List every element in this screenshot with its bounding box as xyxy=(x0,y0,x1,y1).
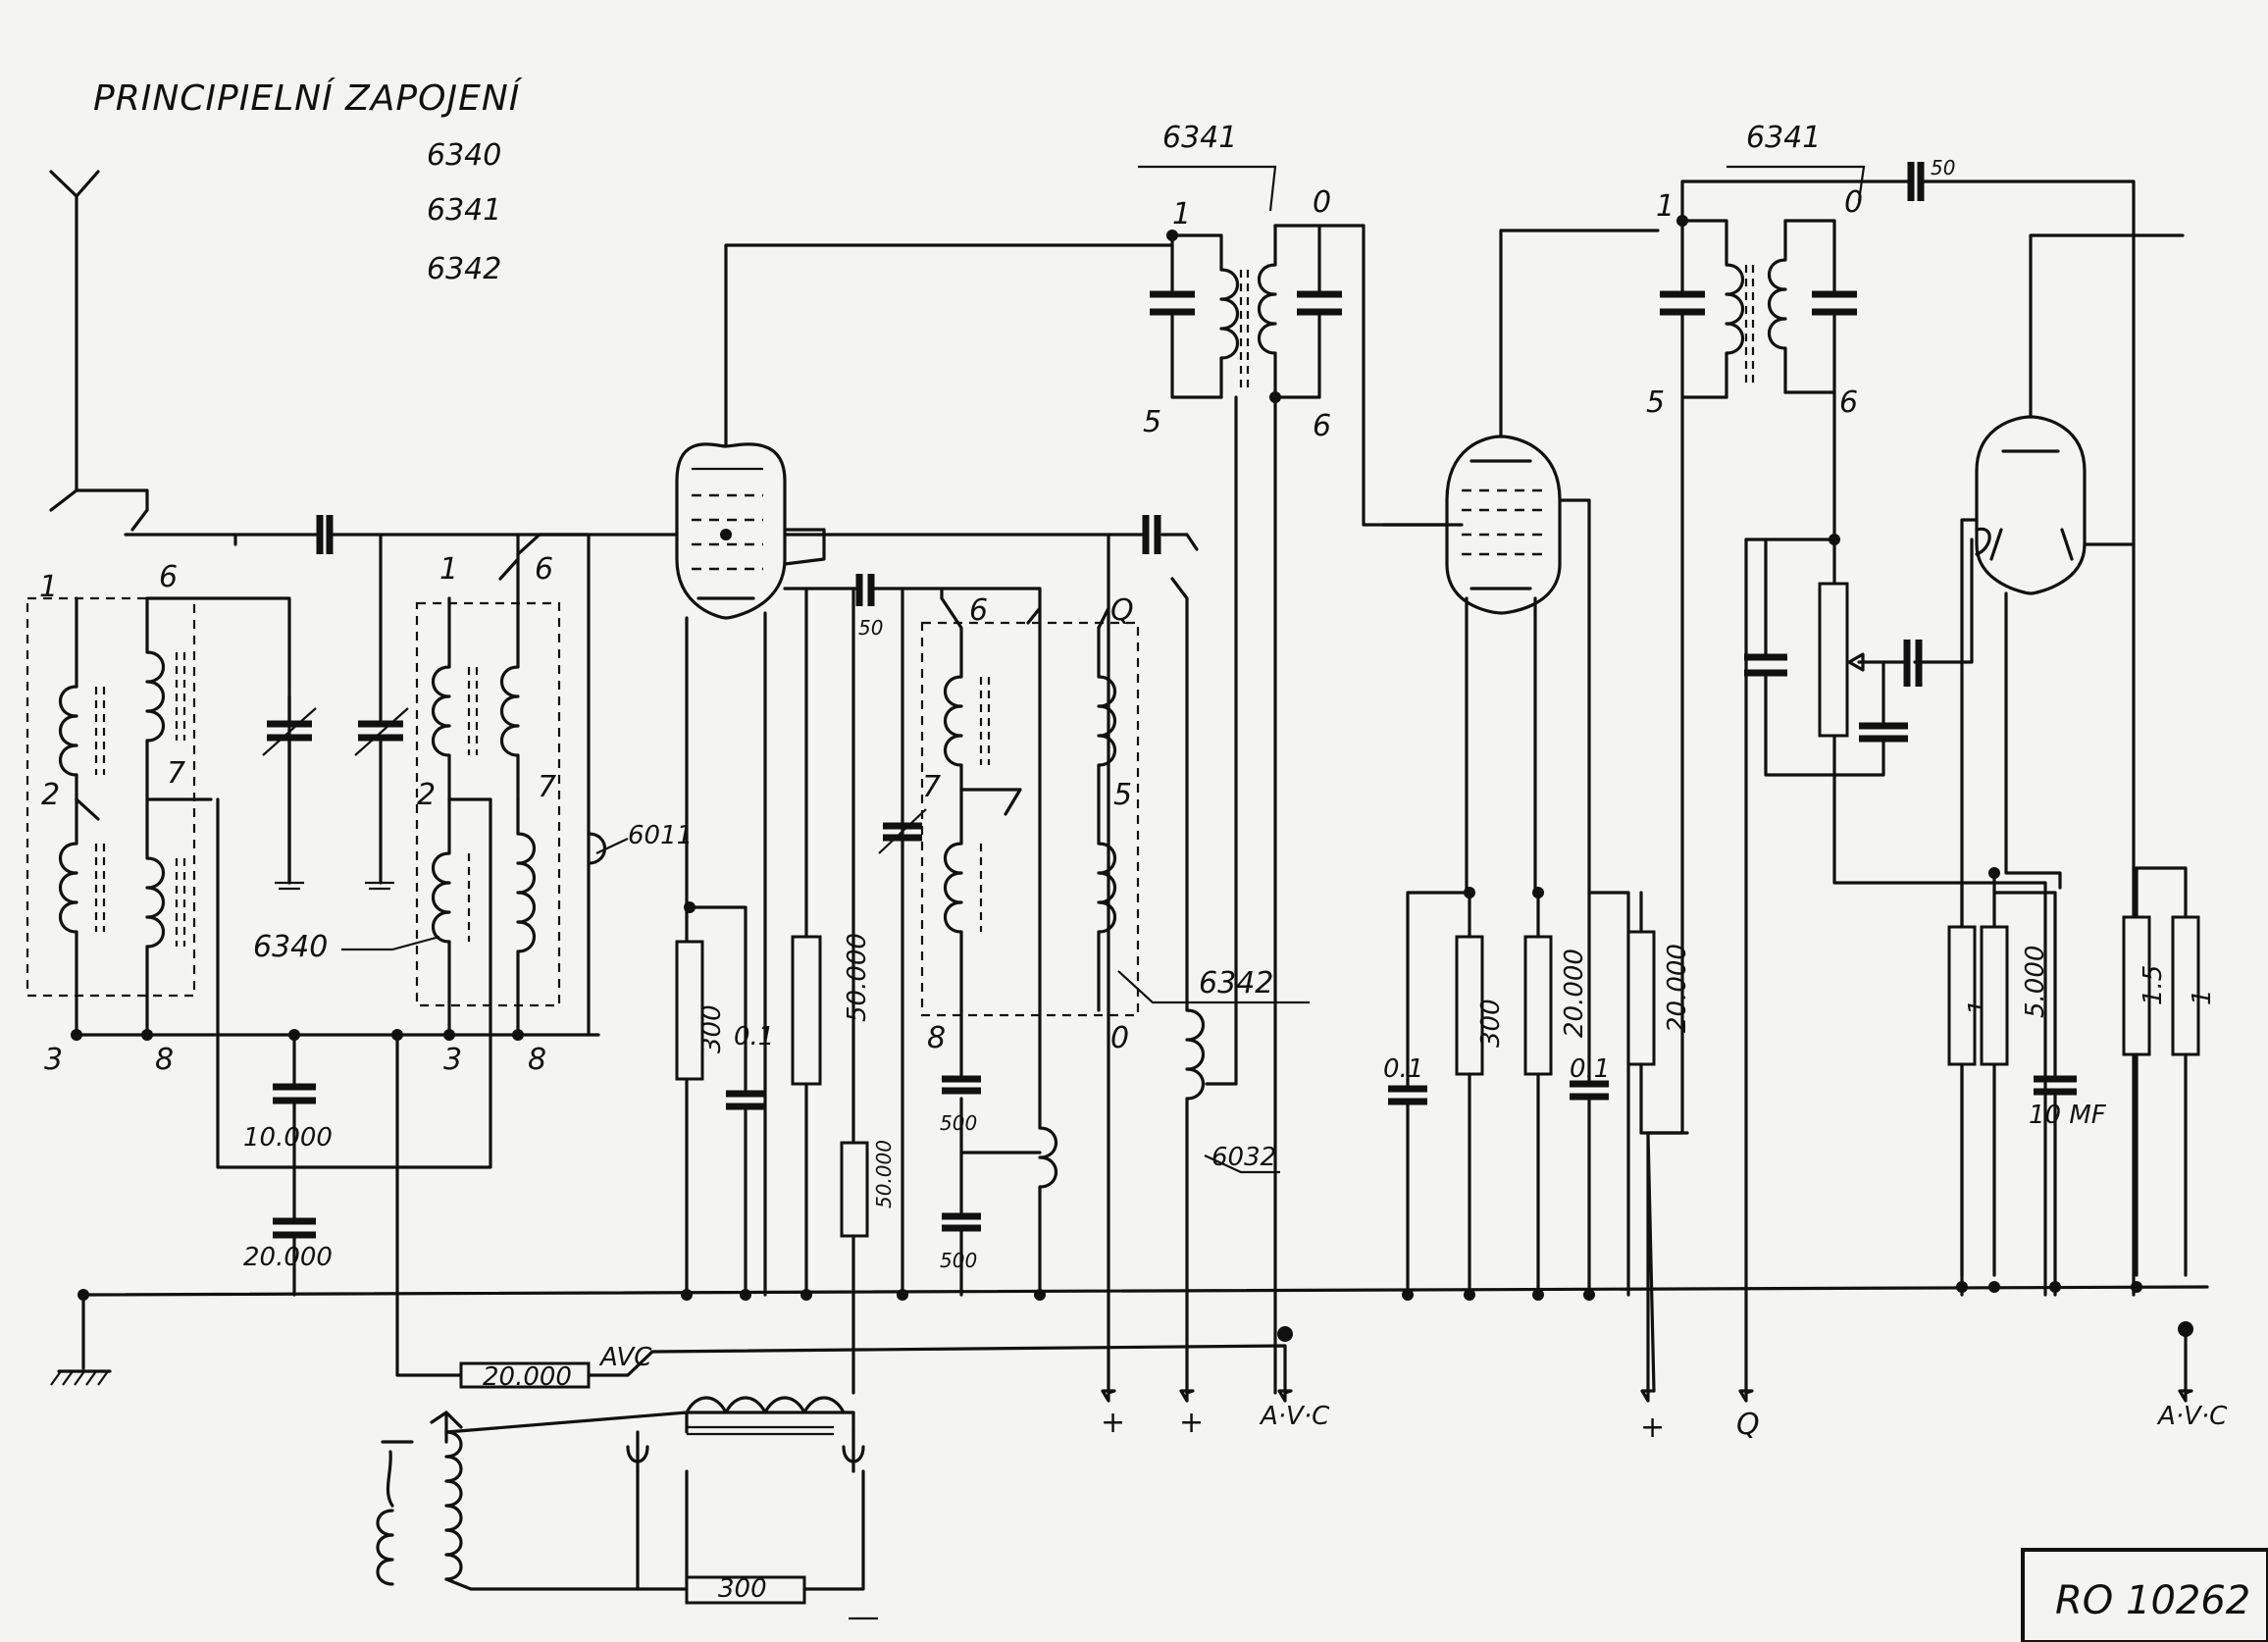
oscillator-coil-assembly xyxy=(878,533,1140,1395)
drawing-number-box xyxy=(2021,1548,2268,1642)
resistor-20000-if-b xyxy=(1626,891,1689,1135)
res-value-300-power: 300 xyxy=(718,1574,767,1604)
capacitor-0-1-if xyxy=(1570,891,1609,1297)
res-value-1-5: 1.5 xyxy=(2139,965,2168,1005)
terminal-q: Q xyxy=(1736,1408,1760,1442)
pin-label-if2-5: 5 xyxy=(1646,385,1665,420)
cap-value-500-a: 500 xyxy=(940,1111,977,1135)
res-value-300: 300 xyxy=(697,1004,727,1053)
cap-value-20000: 20.000 xyxy=(243,1243,333,1272)
variable-capacitor-1 xyxy=(262,694,317,885)
pin-label-if1-5: 5 xyxy=(1143,405,1161,439)
res-value-300-if: 300 xyxy=(1476,999,1506,1048)
pin-label-if1-6: 6 xyxy=(1313,409,1331,443)
model-number-1: 6340 xyxy=(427,138,501,173)
pin-label-if2-1: 1 xyxy=(1656,189,1675,224)
coil-label-6340: 6340 xyxy=(253,930,328,964)
cap-value-0-1-b: 0.1 xyxy=(1383,1054,1423,1084)
pin-label-osc-q: Q xyxy=(1110,593,1134,628)
terminal-plus-3: + xyxy=(1640,1411,1665,1445)
terminal-group xyxy=(1101,1131,2193,1403)
pin-label-if1-1: 1 xyxy=(1172,197,1191,231)
if-transformer-2 xyxy=(1646,162,2136,1297)
pin-label-in-1: 1 xyxy=(39,570,58,604)
cap-value-0-1-c: 0.1 xyxy=(1570,1054,1610,1084)
pin-label-if2-0: 0 xyxy=(1844,185,1863,220)
model-number-2: 6341 xyxy=(427,193,501,228)
resistor-50000-vertical xyxy=(840,587,869,1395)
pin-label-in2-7: 7 xyxy=(538,770,556,804)
res-value-20000-c: 20.000 xyxy=(1663,944,1692,1033)
cap-value-top-right: 50 xyxy=(1931,156,1955,180)
pin-label-in2-6: 6 xyxy=(535,552,553,587)
drawing-number: RO 10262 xyxy=(2055,1578,2250,1623)
pin-label-osc-5: 5 xyxy=(1113,778,1132,812)
pin-label-if2-6: 6 xyxy=(1839,385,1858,420)
pin-label-in-3: 3 xyxy=(44,1043,63,1077)
res-value-20000-b: 20.000 xyxy=(1560,949,1589,1038)
res-value-1b: 1 xyxy=(2188,989,2217,1005)
res-value-50000-vertical: 50.000 xyxy=(872,1140,896,1208)
cap-value-10000: 10.000 xyxy=(243,1123,333,1153)
vacuum-tube-if-amplifier xyxy=(1381,229,1660,1297)
resistor-1-5 xyxy=(2122,866,2151,1277)
pin-label-in2-3: 3 xyxy=(443,1043,462,1077)
capacitor-osc-coupling xyxy=(783,515,1205,1395)
cap-value-500-b: 500 xyxy=(940,1249,977,1272)
pin-label-in-8: 8 xyxy=(155,1043,174,1077)
if-transformer-1 xyxy=(1150,224,1464,1395)
res-value-50000: 50.000 xyxy=(843,933,872,1022)
terminal-plus-1: + xyxy=(1101,1406,1125,1440)
diagram-title: PRINCIPIELNÍ ZAPOJENÍ xyxy=(93,77,523,119)
avc-resistor-20000 xyxy=(395,1033,1287,1395)
pin-label-in-2: 2 xyxy=(41,778,60,812)
rf-coil-assembly xyxy=(415,533,606,1037)
res-value-5000: 5.000 xyxy=(2021,946,2050,1018)
resistor-1b xyxy=(2135,866,2200,1277)
pin-label-osc-0: 0 xyxy=(1110,1021,1129,1055)
pin-label-in-6: 6 xyxy=(159,560,178,594)
resistor-20000-if-a xyxy=(1523,891,1553,1297)
pin-label-in2-8: 8 xyxy=(528,1043,546,1077)
capacitor-20000 xyxy=(273,1165,316,1297)
pin-label-osc-8: 8 xyxy=(927,1021,946,1055)
if2-label: 6341 xyxy=(1746,121,1821,155)
pin-label-if1-0: 0 xyxy=(1313,185,1331,220)
coupling-capacitor-input xyxy=(233,515,679,554)
terminal-avc-2: A·V·C xyxy=(2156,1402,2228,1431)
ground-symbol xyxy=(50,1293,112,1386)
pin-label-osc-7: 7 xyxy=(922,770,941,804)
capacitor-50 xyxy=(851,574,944,606)
terminal-plus-2: + xyxy=(1179,1406,1204,1440)
resistor-300-if xyxy=(1455,891,1484,1297)
antenna-symbol xyxy=(49,170,100,492)
resistor-300-cathode xyxy=(675,905,765,1297)
cap-value-10mf: 10 MF xyxy=(2029,1101,2107,1130)
ground-bus xyxy=(81,1285,2209,1297)
cap-value-0-1: 0.1 xyxy=(734,1022,774,1052)
pin-label-in2-1: 1 xyxy=(439,552,458,587)
cap-value-50: 50 xyxy=(858,616,883,640)
vacuum-tube-mixer xyxy=(675,243,1174,1297)
if1-label: 6341 xyxy=(1162,121,1237,155)
pin-label-osc-6: 6 xyxy=(969,593,988,628)
avc-tag: AVC xyxy=(598,1343,652,1372)
model-number-3: 6342 xyxy=(427,252,501,286)
variable-capacitor-2 xyxy=(354,533,409,891)
junction-dots xyxy=(71,215,2193,1342)
coil-label-6032: 6032 xyxy=(1211,1143,1276,1172)
pin-label-in-7: 7 xyxy=(167,756,185,791)
pin-label-in2-2: 2 xyxy=(417,778,436,812)
resistor-5000 xyxy=(1980,871,2009,1277)
coil-label-6011: 6011 xyxy=(628,821,693,850)
res-value-20000-avc: 20.000 xyxy=(483,1362,572,1392)
input-coil-assembly xyxy=(26,488,443,1037)
capacitor-10mf xyxy=(1992,891,2077,1297)
power-supply-section xyxy=(376,1396,878,1620)
resistor-50000 xyxy=(791,587,822,1297)
terminal-avc-1: A·V·C xyxy=(1259,1402,1330,1431)
resistor-1 xyxy=(1947,881,1977,1277)
capacitor-10000 xyxy=(216,797,492,1169)
